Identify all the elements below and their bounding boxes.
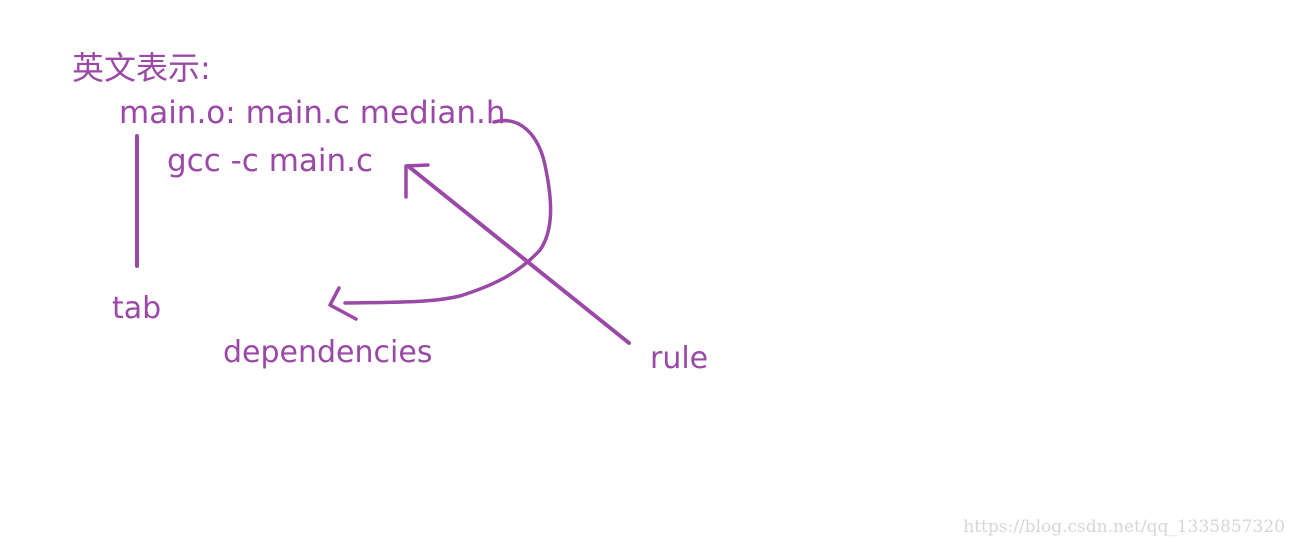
- tab-annotation: tab: [112, 291, 162, 326]
- dependencies-curve-arrow: [343, 118, 553, 305]
- makefile-target-line: main.o: main.c median.h: [119, 95, 506, 131]
- rule-arrow-line: [406, 164, 631, 345]
- watermark-text: https://blog.csdn.net/qq_1335857320: [963, 517, 1285, 537]
- dependencies-annotation: dependencies: [223, 335, 433, 370]
- dependencies-arrowhead: [328, 286, 358, 321]
- makefile-command-line: gcc -c main.c: [167, 143, 374, 179]
- rule-arrowhead: [404, 163, 430, 199]
- heading-text: 英文表示:: [72, 49, 211, 87]
- rule-annotation: rule: [650, 341, 709, 376]
